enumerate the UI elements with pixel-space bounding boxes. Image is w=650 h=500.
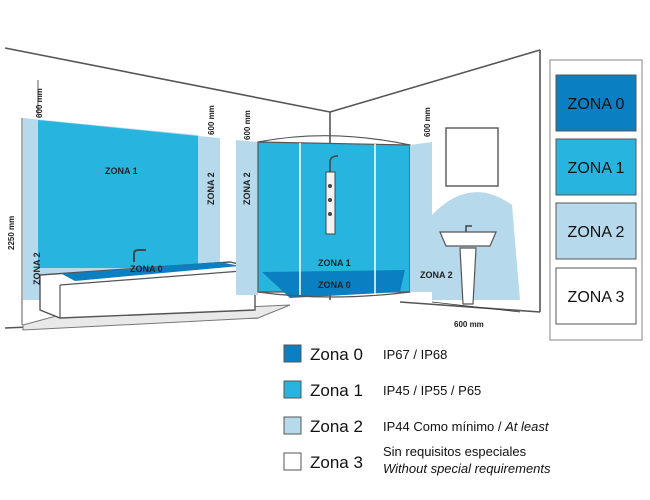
floor-line-right xyxy=(399,301,541,313)
label-bath-zone2-right: ZONA 2 xyxy=(206,172,216,205)
legend-swatch-zone0 xyxy=(283,344,302,363)
legend-title-zone2-text: Zona 2 xyxy=(310,417,363,436)
panel-label-zone0: ZONA 0 xyxy=(568,96,625,113)
shower-area xyxy=(236,135,411,298)
panel-swatch-zone0 xyxy=(555,74,637,132)
label-bath-zone1: ZONA 1 xyxy=(105,166,138,176)
panel-label-zone1: ZONA 1 xyxy=(568,160,625,177)
ceiling-line-right xyxy=(329,49,541,113)
legend-swatch-zone2 xyxy=(283,416,302,435)
panel-swatch-zone2 xyxy=(555,202,637,260)
shower-column xyxy=(325,171,336,235)
bath-zone1-wall xyxy=(38,120,198,268)
dim-line-600-floor xyxy=(431,301,521,313)
bath-area xyxy=(22,118,291,331)
basin xyxy=(439,231,497,247)
shower-zone2-left-strip xyxy=(236,140,258,295)
label-bath-zone2-left: ZONA 2 xyxy=(32,252,42,285)
label-shower-zone2: ZONA 2 xyxy=(242,172,252,205)
legend-swatch-zone1 xyxy=(283,380,302,399)
label-bath-zone0: ZONA 0 xyxy=(130,264,163,274)
legend-desc-zone0: IP67 / IP68 xyxy=(383,347,447,362)
bath-faucet-icon xyxy=(133,249,146,262)
shower-tray-curve xyxy=(257,291,411,298)
bathtub-rim xyxy=(59,269,256,286)
dim-600-c-label: 600 mm xyxy=(243,110,252,140)
shower-zone0-tray xyxy=(262,270,405,298)
shower-roof-curve xyxy=(257,135,411,146)
legend-swatch-zone3 xyxy=(283,452,302,471)
basin-pedestal xyxy=(459,247,477,305)
legend-title-zone3: Zona 3 xyxy=(310,453,363,472)
mirror xyxy=(445,127,499,187)
legend: Zona 0 IP67 / IP68 Zona 1 IP45 / IP55 / … xyxy=(283,344,551,476)
zone-panel: ZONA 0 ZONA 1 ZONA 2 ZONA 3 xyxy=(549,59,643,341)
panel-swatch-zone1 xyxy=(555,138,637,196)
legend-title-zone1: Zona 1 xyxy=(310,381,363,400)
panel-swatch-zone3 xyxy=(555,267,637,325)
dim-600-floor-label: 600 mm xyxy=(454,320,484,329)
panel-label-zone3: ZONA 3 xyxy=(568,289,625,306)
dim-600-b-label: 600 mm xyxy=(207,105,216,135)
basin-area xyxy=(410,127,520,305)
dim-2250-label: 2250 mm xyxy=(7,216,16,250)
legend-desc-zone3-line2: Without special requirements xyxy=(383,461,551,476)
panel-label-zone2: ZONA 2 xyxy=(568,224,625,241)
ceiling-line-left xyxy=(4,47,331,113)
legend-desc-zone2-text: IP44 Como mínimo / xyxy=(383,419,505,434)
label-shower-zone1: ZONA 1 xyxy=(318,258,351,268)
label-basin-zone2: ZONA 2 xyxy=(420,270,453,280)
legend-title-zone2: Zona 2 xyxy=(310,417,363,436)
bath-zone0-water xyxy=(62,262,240,281)
legend-desc-zone2: IP44 Como mínimo / At least xyxy=(383,419,550,434)
shower-knob-2 xyxy=(328,198,332,202)
dim-600-a-label: 600 mm xyxy=(35,88,44,118)
legend-desc-zone1: IP45 / IP55 / P65 xyxy=(383,383,481,398)
dim-600-d-label: 600 mm xyxy=(423,107,432,137)
dimension-lines xyxy=(21,80,521,325)
legend-desc-zone2-italic: At least xyxy=(504,419,550,434)
shower-zone2-right-strip xyxy=(410,142,432,292)
label-shower-zone0: ZONA 0 xyxy=(318,280,351,290)
legend-title-zone0: Zona 0 xyxy=(310,345,363,364)
legend-desc-zone3: Sin requisitos especiales xyxy=(383,444,527,459)
shower-head-icon xyxy=(329,155,339,172)
basin-faucet-icon xyxy=(465,225,472,232)
shower-knob-3 xyxy=(328,212,332,216)
shower-knob-1 xyxy=(328,184,332,188)
